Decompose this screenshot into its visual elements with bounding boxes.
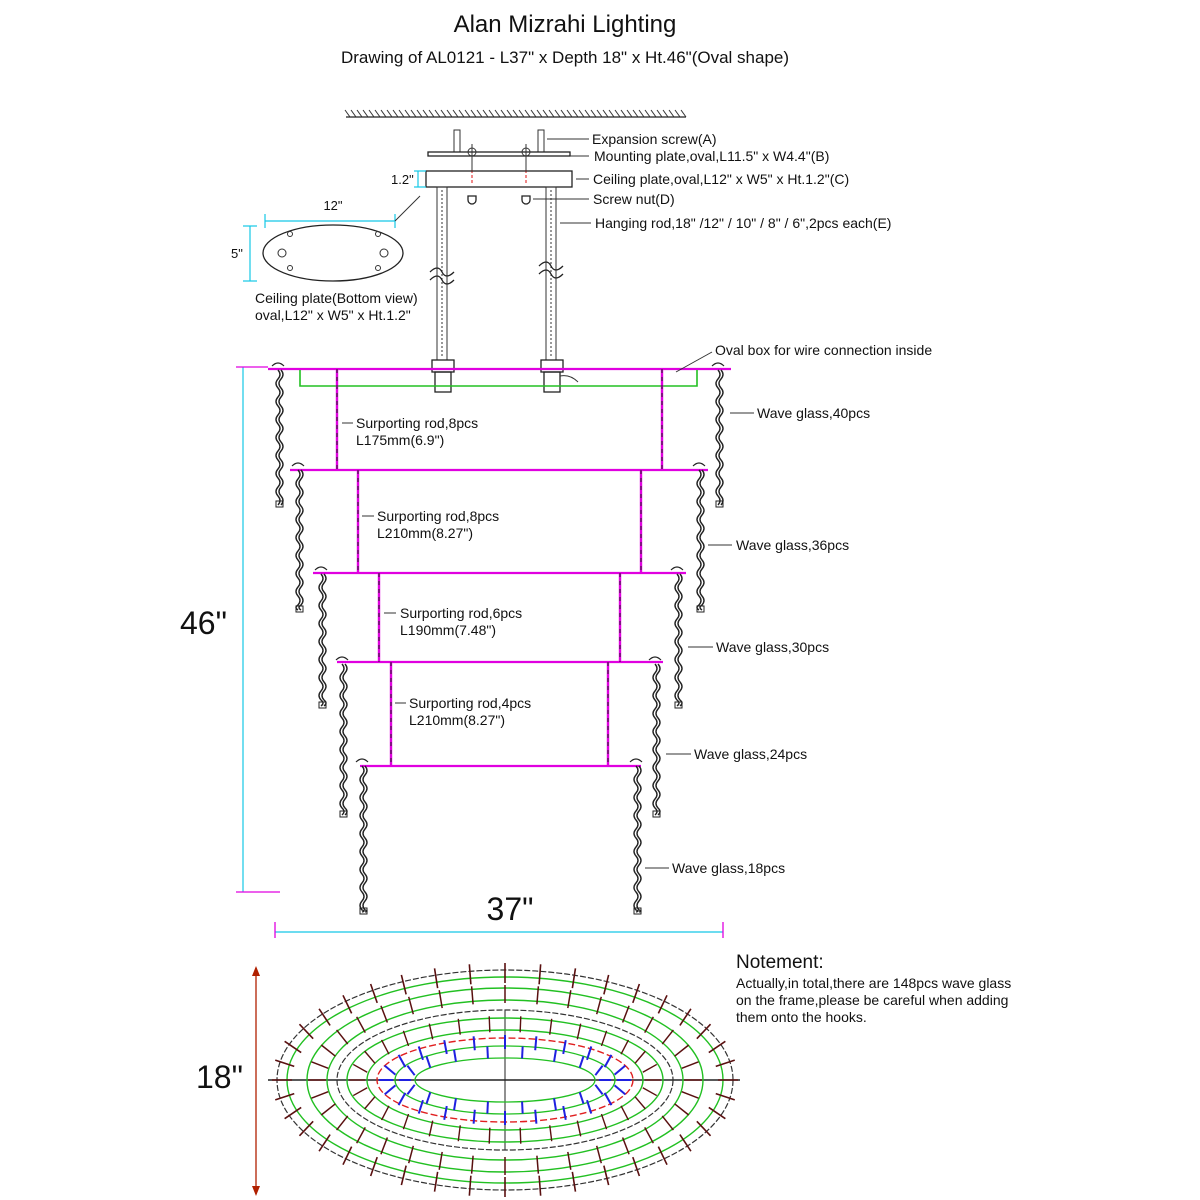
wave-glass-label-5: Wave glass,18pcs [672,860,785,876]
wave-glass-label-1: Wave glass,40pcs [757,405,870,421]
note-line-3: them onto the hooks. [736,1009,867,1025]
wave-glass-labels: Wave glass,40pcs Wave glass,36pcs Wave g… [645,405,870,876]
mounting-assembly: 1.2" [391,129,579,393]
note-title: Notement: [736,952,824,973]
rod-length-4: L210mm(8.27") [409,712,505,728]
wave-glass-label-2: Wave glass,36pcs [736,537,849,553]
rod-label-1: Surporting rod,8pcs [356,415,478,431]
note-line-2: on the frame,please be careful when addi… [736,992,1008,1008]
wave-glass-right-2 [692,462,706,613]
part-labels: Expansion screw(A) Mounting plate,oval,L… [533,131,891,231]
length-label: 37" [487,891,534,927]
rod-label-4: Surporting rod,4pcs [409,695,531,711]
depth-dimension: 18" [196,966,260,1196]
depth-label: 18" [196,1059,243,1095]
page-title: Alan Mizrahi Lighting [454,11,677,38]
oval-box [299,370,698,387]
top-view [268,963,740,1197]
height-label: 46" [180,605,227,641]
wave-glass-left-3 [314,566,328,709]
note-line-1: Actually,in total,there are 148pcs wave … [736,975,1011,991]
wave-glass-right-1 [711,362,725,508]
wave-glass-label-4: Wave glass,24pcs [694,746,807,762]
note: Notement: Actually,in total,there are 14… [736,952,1011,1025]
bottom-view-caption-1: Ceiling plate(Bottom view) [255,290,418,306]
bottom-view-oval [262,224,404,282]
label-screw-nut: Screw nut(D) [593,191,675,207]
bottom-view-caption-2: oval,L12" x W5" x Ht.1.2" [255,307,411,323]
top-view-ring-10 [414,1057,596,1103]
top-view-ring-7 [366,1029,644,1131]
rod-length-1: L175mm(6.9") [356,432,444,448]
expansion-screw-right [537,129,545,153]
length-dimension: 37" [274,891,724,938]
ceiling-plate [425,170,573,188]
label-expansion-screw: Expansion screw(A) [592,131,717,147]
wave-glass-left-5 [355,758,369,915]
wave-glass-left-1 [271,362,285,508]
wave-glass-right-5 [629,758,643,915]
label-ceiling-plate: Ceiling plate,oval,L12" x W5" x Ht.1.2"(… [593,171,849,187]
label-oval-box: Oval box for wire connection inside [715,342,932,358]
label-hanging-rod: Hanging rod,18" /12" / 10" / 8" / 6",2pc… [595,215,891,231]
ceiling-plate-bottom-view: 12" 5" Ceiling plate(Bottom view) oval,L… [231,195,421,323]
label-mounting-plate: Mounting plate,oval,L11.5" x W4.4"(B) [594,148,829,164]
plate-height-label: 1.2" [391,172,414,187]
wave-glass-label-3: Wave glass,30pcs [716,639,829,655]
wave-glass-right-3 [670,566,684,709]
screw-nut-left [467,195,477,205]
page-subtitle: Drawing of AL0121 - L37" x Depth 18" x H… [341,48,789,67]
rod-label-2: Surporting rod,8pcs [377,508,499,524]
chandelier-frame [268,362,731,915]
wave-glass-left-2 [291,462,305,613]
bottom-view-length: 12" [323,198,342,213]
top-view-ring-5 [336,1009,674,1151]
ceiling-hatch [344,109,687,118]
bottom-view-width: 5" [231,246,243,261]
wave-glass-right-4 [648,656,662,818]
top-view-ring-6 [346,1017,664,1143]
break-symbol-right [538,261,564,271]
mounting-plate [427,151,571,157]
rod-labels: Surporting rod,8pcs L175mm(6.9") Surport… [342,415,531,728]
expansion-screw-left [453,129,461,153]
rod-length-3: L190mm(7.48") [400,622,496,638]
break-symbol-left [429,267,455,277]
screw-nut-right [521,195,531,205]
rod-length-2: L210mm(8.27") [377,525,473,541]
height-dimension: 46" [180,366,280,893]
rod-label-3: Surporting rod,6pcs [400,605,522,621]
wave-glass-left-4 [335,656,349,818]
